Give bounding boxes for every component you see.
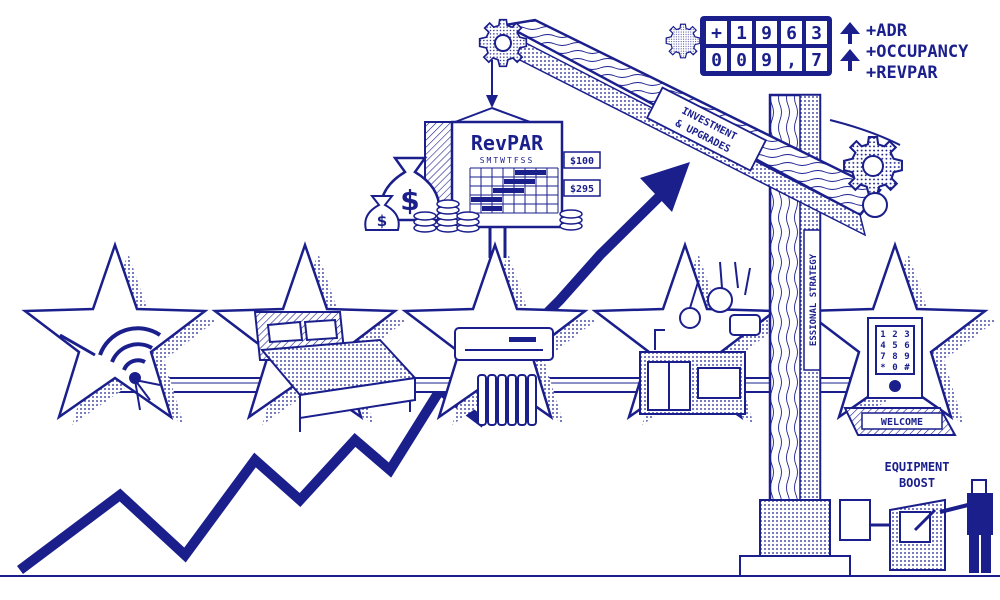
counter-digit: 9 <box>761 23 772 44</box>
bed-star <box>213 243 418 432</box>
price-tag-100: $100 <box>570 156 594 167</box>
arrow-up-icon <box>840 49 860 71</box>
kitchen-icon <box>639 261 761 415</box>
booking-bar <box>493 188 524 193</box>
keypad-key: 0 <box>892 363 897 373</box>
counter-cell <box>731 21 752 44</box>
keypad-key: 6 <box>904 341 909 351</box>
booking-bar <box>515 170 546 175</box>
kitchen-star <box>593 243 788 425</box>
counter-digit: 3 <box>811 23 822 44</box>
metric-adr: +ADR <box>866 21 908 41</box>
counter-digit: 0 <box>736 50 747 71</box>
equipment-boost: EQUIPMENT BOOST <box>870 460 993 573</box>
calendar-grid <box>469 167 559 214</box>
money-bag-icon <box>364 195 400 231</box>
metrics-list: +ADR +OCCUPANCY +REVPAR <box>840 21 969 83</box>
keypad-key: 7 <box>880 352 885 362</box>
counter-digit: , <box>786 50 797 71</box>
lever-machine-icon <box>870 498 946 571</box>
keypad-key: * <box>880 363 885 373</box>
equipment-label-line2: BOOST <box>899 476 935 490</box>
counter-digit: 6 <box>786 23 797 44</box>
booking-bar <box>471 197 502 202</box>
counter-cell <box>706 48 727 71</box>
keypad-key: 5 <box>892 341 897 351</box>
keypad-key: 4 <box>880 341 886 351</box>
welcome-mat-label: WELCOME <box>881 417 923 428</box>
money-bag-symbol: $ <box>400 184 419 217</box>
growth-trend-line <box>17 184 672 574</box>
crane: ESSIONAL STRATEGY INVESTMENT & UPGRADES <box>454 18 903 577</box>
counter-digit: 7 <box>811 50 822 71</box>
bed-icon <box>253 311 418 432</box>
counter-digit: 1 <box>736 23 747 44</box>
radiator-icon <box>477 374 537 426</box>
strategy-label: ESSIONAL STRATEGY <box>809 253 819 346</box>
air-conditioner-icon <box>454 327 554 361</box>
counter-cell <box>756 48 777 71</box>
keypad-key: 1 <box>880 330 885 340</box>
counter-cell <box>781 48 802 71</box>
price-tag-295: $295 <box>570 184 594 195</box>
counter-cell <box>706 21 727 44</box>
counter-digit: 9 <box>761 50 772 71</box>
arrow-up-icon <box>640 162 690 212</box>
climate-star <box>403 243 598 426</box>
metric-revpar: +REVPAR <box>866 63 938 83</box>
wifi-star <box>23 243 218 425</box>
keypad-key: 3 <box>904 330 909 340</box>
booking-bar <box>482 206 502 211</box>
businessman-icon <box>939 479 993 573</box>
price-tag: $295 <box>563 179 601 197</box>
counter-digit: 0 <box>711 50 722 71</box>
counter-cell <box>806 21 827 44</box>
revpar-sign: RevPAR SMTWTFSS $100 $295 <box>424 120 601 258</box>
counter-cell <box>781 21 802 44</box>
counter-digit: + <box>711 23 722 44</box>
money-bag-symbol-small: $ <box>377 212 387 230</box>
keypad-key: 2 <box>892 330 897 340</box>
counter-cell <box>806 48 827 71</box>
price-tag: $100 <box>563 151 601 169</box>
welcome-mat: WELCOME <box>843 407 957 436</box>
gear-icon <box>665 23 701 59</box>
metric-occupancy: +OCCUPANCY <box>866 42 969 62</box>
keypad-key: 9 <box>904 352 909 362</box>
keypad-key: 8 <box>892 352 897 362</box>
booking-bar <box>504 179 535 184</box>
counter-cell <box>731 48 752 71</box>
counter-cell <box>756 21 777 44</box>
coin-stack-icon <box>413 199 583 233</box>
arrow-up-icon <box>840 22 860 44</box>
wifi-icon <box>59 326 162 411</box>
equipment-label-line1: EQUIPMENT <box>884 460 949 474</box>
calendar-weekdays: SMTWTFSS <box>480 156 535 165</box>
revpar-title: RevPAR <box>471 131 544 155</box>
keypad-key: # <box>904 363 910 373</box>
money-bags: $ $ <box>364 156 583 233</box>
